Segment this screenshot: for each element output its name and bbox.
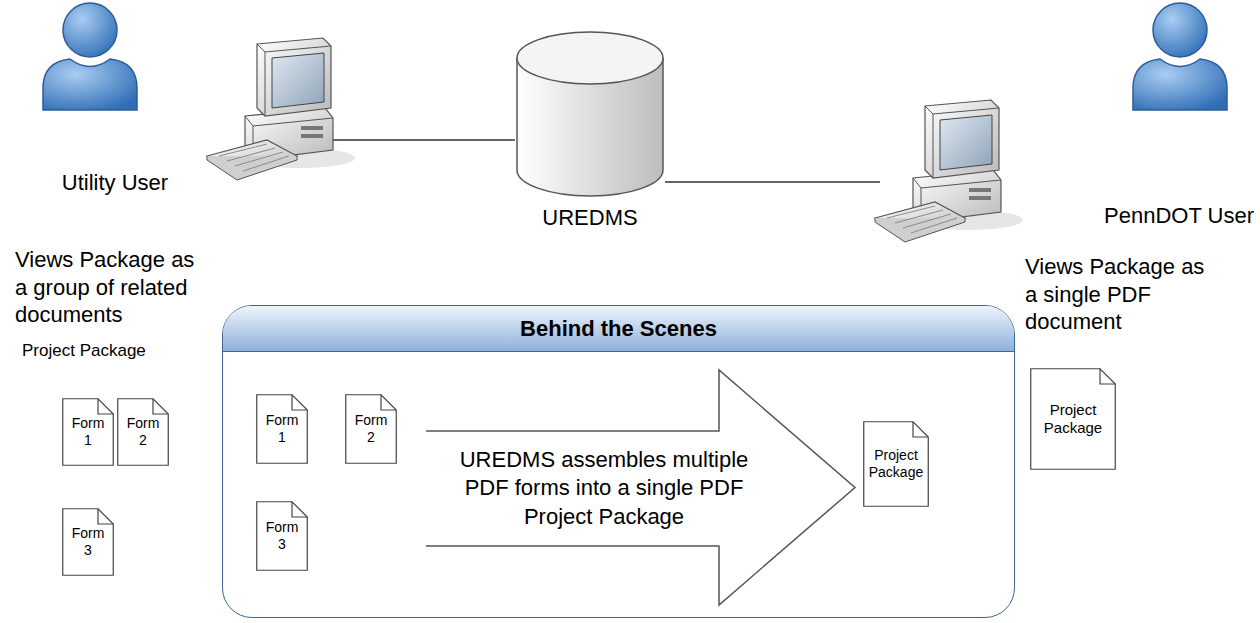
document-label: Form 1 xyxy=(256,412,308,446)
panel-header: Behind the Scenes xyxy=(223,306,1014,352)
document-icon: Project Package xyxy=(1030,368,1116,470)
document-label: Form 1 xyxy=(62,415,114,449)
behind-scenes-panel: Behind the ScenesForm 1 Form 2 Form 3 UREDM… xyxy=(222,305,1015,618)
user-name: PennDOT User xyxy=(1103,203,1255,229)
arrow-caption: UREDMS assembles multiple PDF forms into… xyxy=(454,446,754,532)
database-cylinder xyxy=(515,30,665,198)
document-icon: Project Package xyxy=(863,421,929,507)
document-icon: Form 3 xyxy=(256,501,308,571)
note-label: Project Package xyxy=(22,340,202,361)
user-icon: PennDOT User xyxy=(1103,0,1255,235)
document-icon: Form 2 xyxy=(117,398,169,466)
document-label: Form 3 xyxy=(62,525,114,559)
document-icon: Form 1 xyxy=(256,394,308,464)
document-label: Project Package xyxy=(1030,401,1116,437)
repository: UREDMS xyxy=(515,30,665,235)
document-label: Form 3 xyxy=(256,519,308,553)
user-name: Utility User xyxy=(35,170,195,196)
document-label: Form 2 xyxy=(117,415,169,449)
person-icon xyxy=(35,0,145,112)
document-label: Form 2 xyxy=(345,412,397,446)
person-icon xyxy=(1125,0,1235,112)
database-name: UREDMS xyxy=(495,205,685,231)
document-icon: Form 1 xyxy=(62,398,114,466)
process-arrow: UREDMS assembles multiple PDF forms into… xyxy=(426,369,856,606)
panel-title: Behind the Scenes xyxy=(520,316,717,342)
note-label: Views Package as a group of related docu… xyxy=(15,246,210,329)
document-icon: Form 3 xyxy=(62,508,114,576)
document-label: Project Package xyxy=(863,447,929,481)
note-label: Views Package as a single PDF document xyxy=(1025,253,1213,336)
document-icon: Form 2 xyxy=(345,394,397,464)
user-icon: Utility User xyxy=(35,0,195,205)
